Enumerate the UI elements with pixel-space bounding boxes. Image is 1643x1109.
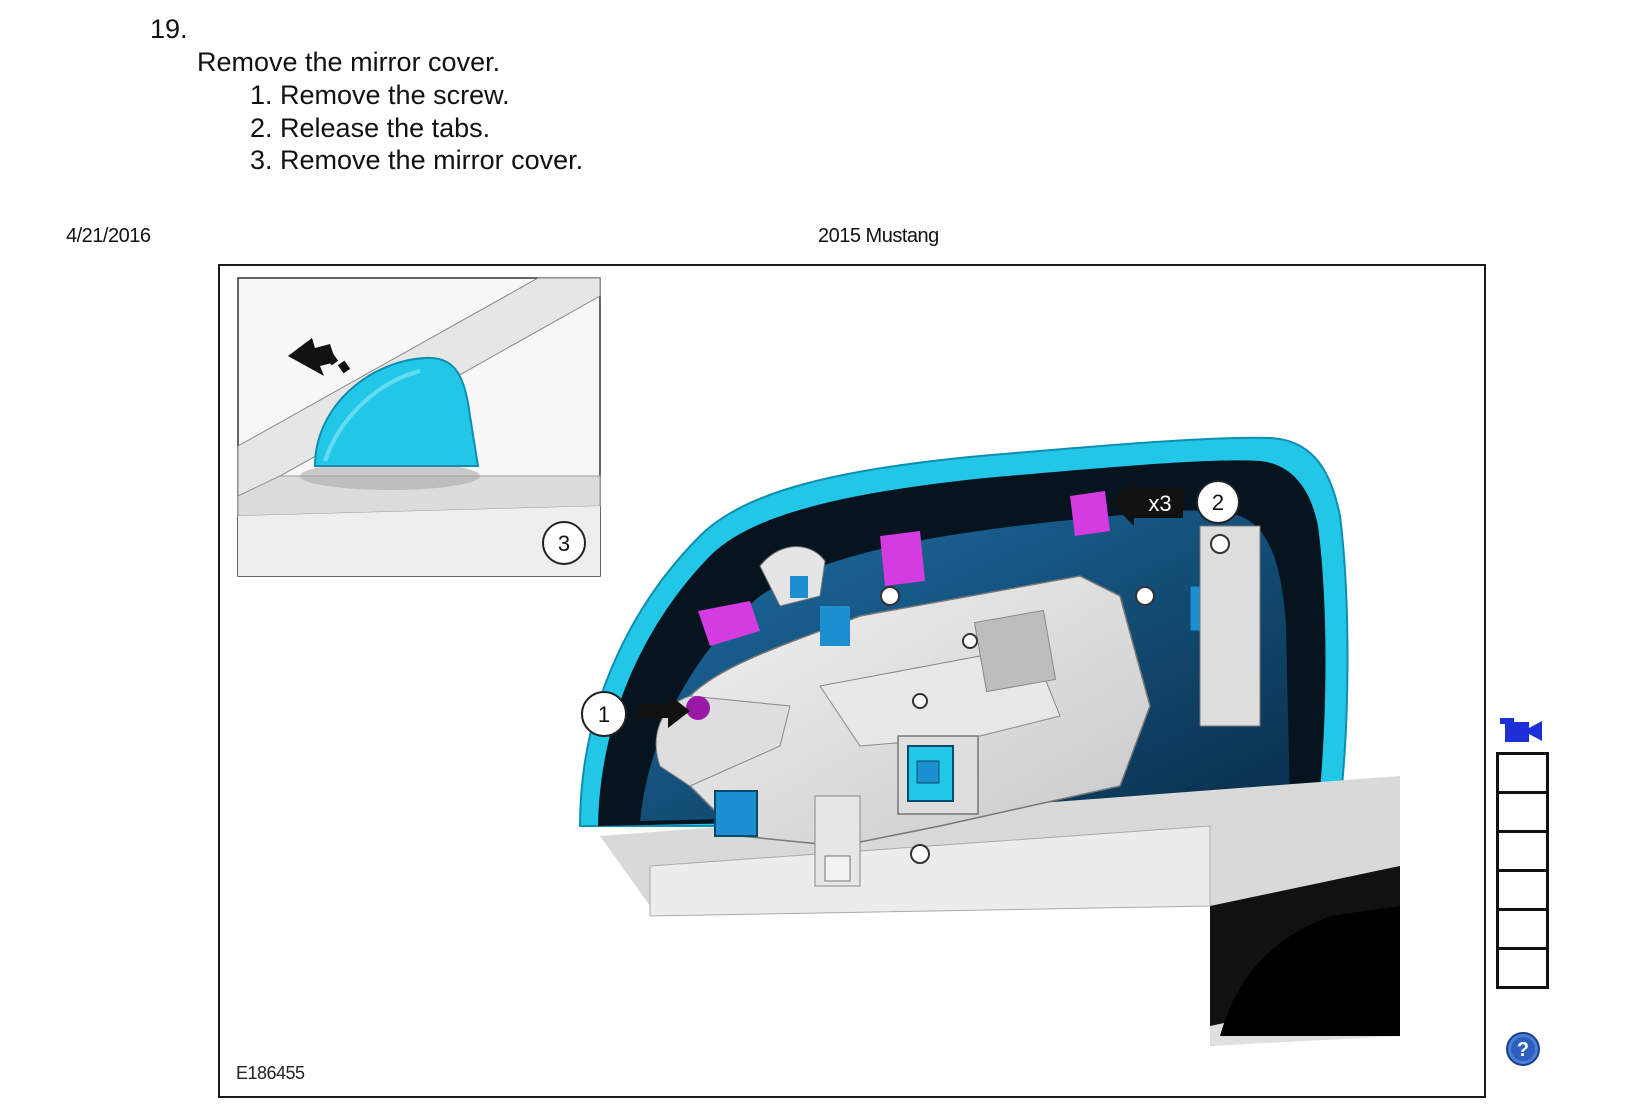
header-model: 2015 Mustang [818,225,939,247]
figure-id: E186455 [236,1063,305,1083]
tool-cell[interactable] [1496,752,1549,794]
illustration-drawing: 3 [237,277,1400,1046]
substep-3: 3. Remove the mirror cover. [250,145,584,175]
help-icon[interactable]: ? [1505,1031,1541,1067]
header-date: 4/21/2016 [66,225,151,247]
screw-arrow [581,691,690,737]
inset-panel [237,277,601,577]
substep-2: 2. Release the tabs. [250,112,491,143]
mirror-housing [578,436,1400,1046]
callout-3-label: 3 [558,531,570,556]
video-camera-icon[interactable] [1500,718,1544,744]
substep-1: 1. Remove the screw. [250,80,510,110]
tool-cell[interactable] [1496,869,1549,911]
tool-cell[interactable] [1496,791,1549,833]
callout-1-label: 1 [598,702,610,727]
svg-text:?: ? [1517,1039,1529,1061]
mirror-cover-illustration: 3 [218,264,1486,1098]
callout-2-label: 2 [1212,490,1224,515]
tool-cell[interactable] [1496,947,1549,989]
substep-list: 1. Remove the screw. 2. Release the tabs… [250,79,583,177]
tabs-arrow [1110,480,1240,526]
multiplier-label: x3 [1148,491,1171,516]
tool-cell[interactable] [1496,830,1549,872]
step-number: 19. [150,14,188,44]
tool-cell-column [1496,752,1554,989]
step-title: Remove the mirror cover. [197,47,501,77]
tool-cell[interactable] [1496,908,1549,950]
